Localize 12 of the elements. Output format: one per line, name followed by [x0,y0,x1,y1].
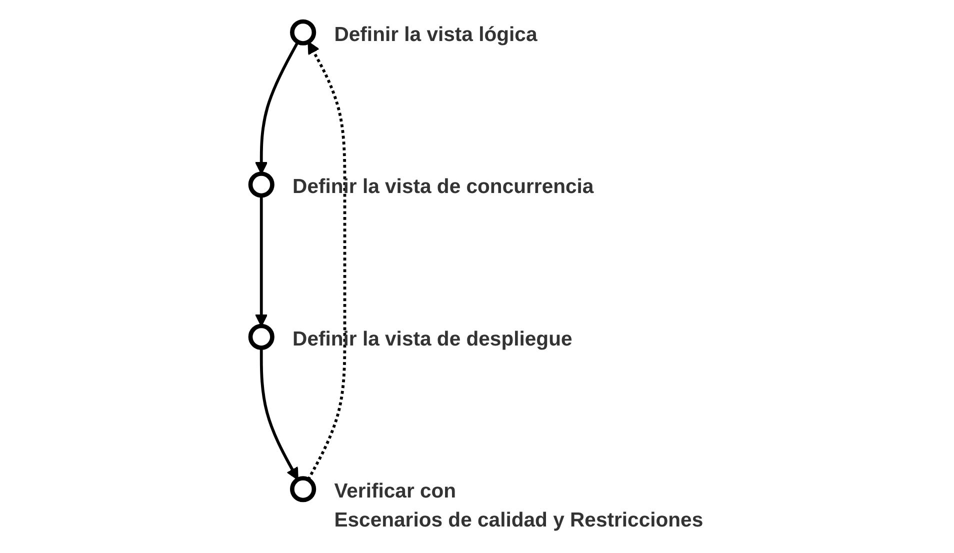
arrow [254,40,300,174]
node-circle [248,323,274,350]
node-caption: Definir la vista de concurrencia [292,176,594,198]
node-circle [290,476,316,502]
arrow [307,40,346,480]
arrow [260,347,298,480]
node-caption: Definir la vista de despliegue [292,328,572,350]
node-caption: Escenarios de calidad y Restricciones [334,509,704,532]
node-caption: Verificar con [334,480,456,502]
node-circle [290,18,316,45]
node-circle [248,171,274,198]
node-caption: Definir la vista lógica [334,23,538,46]
